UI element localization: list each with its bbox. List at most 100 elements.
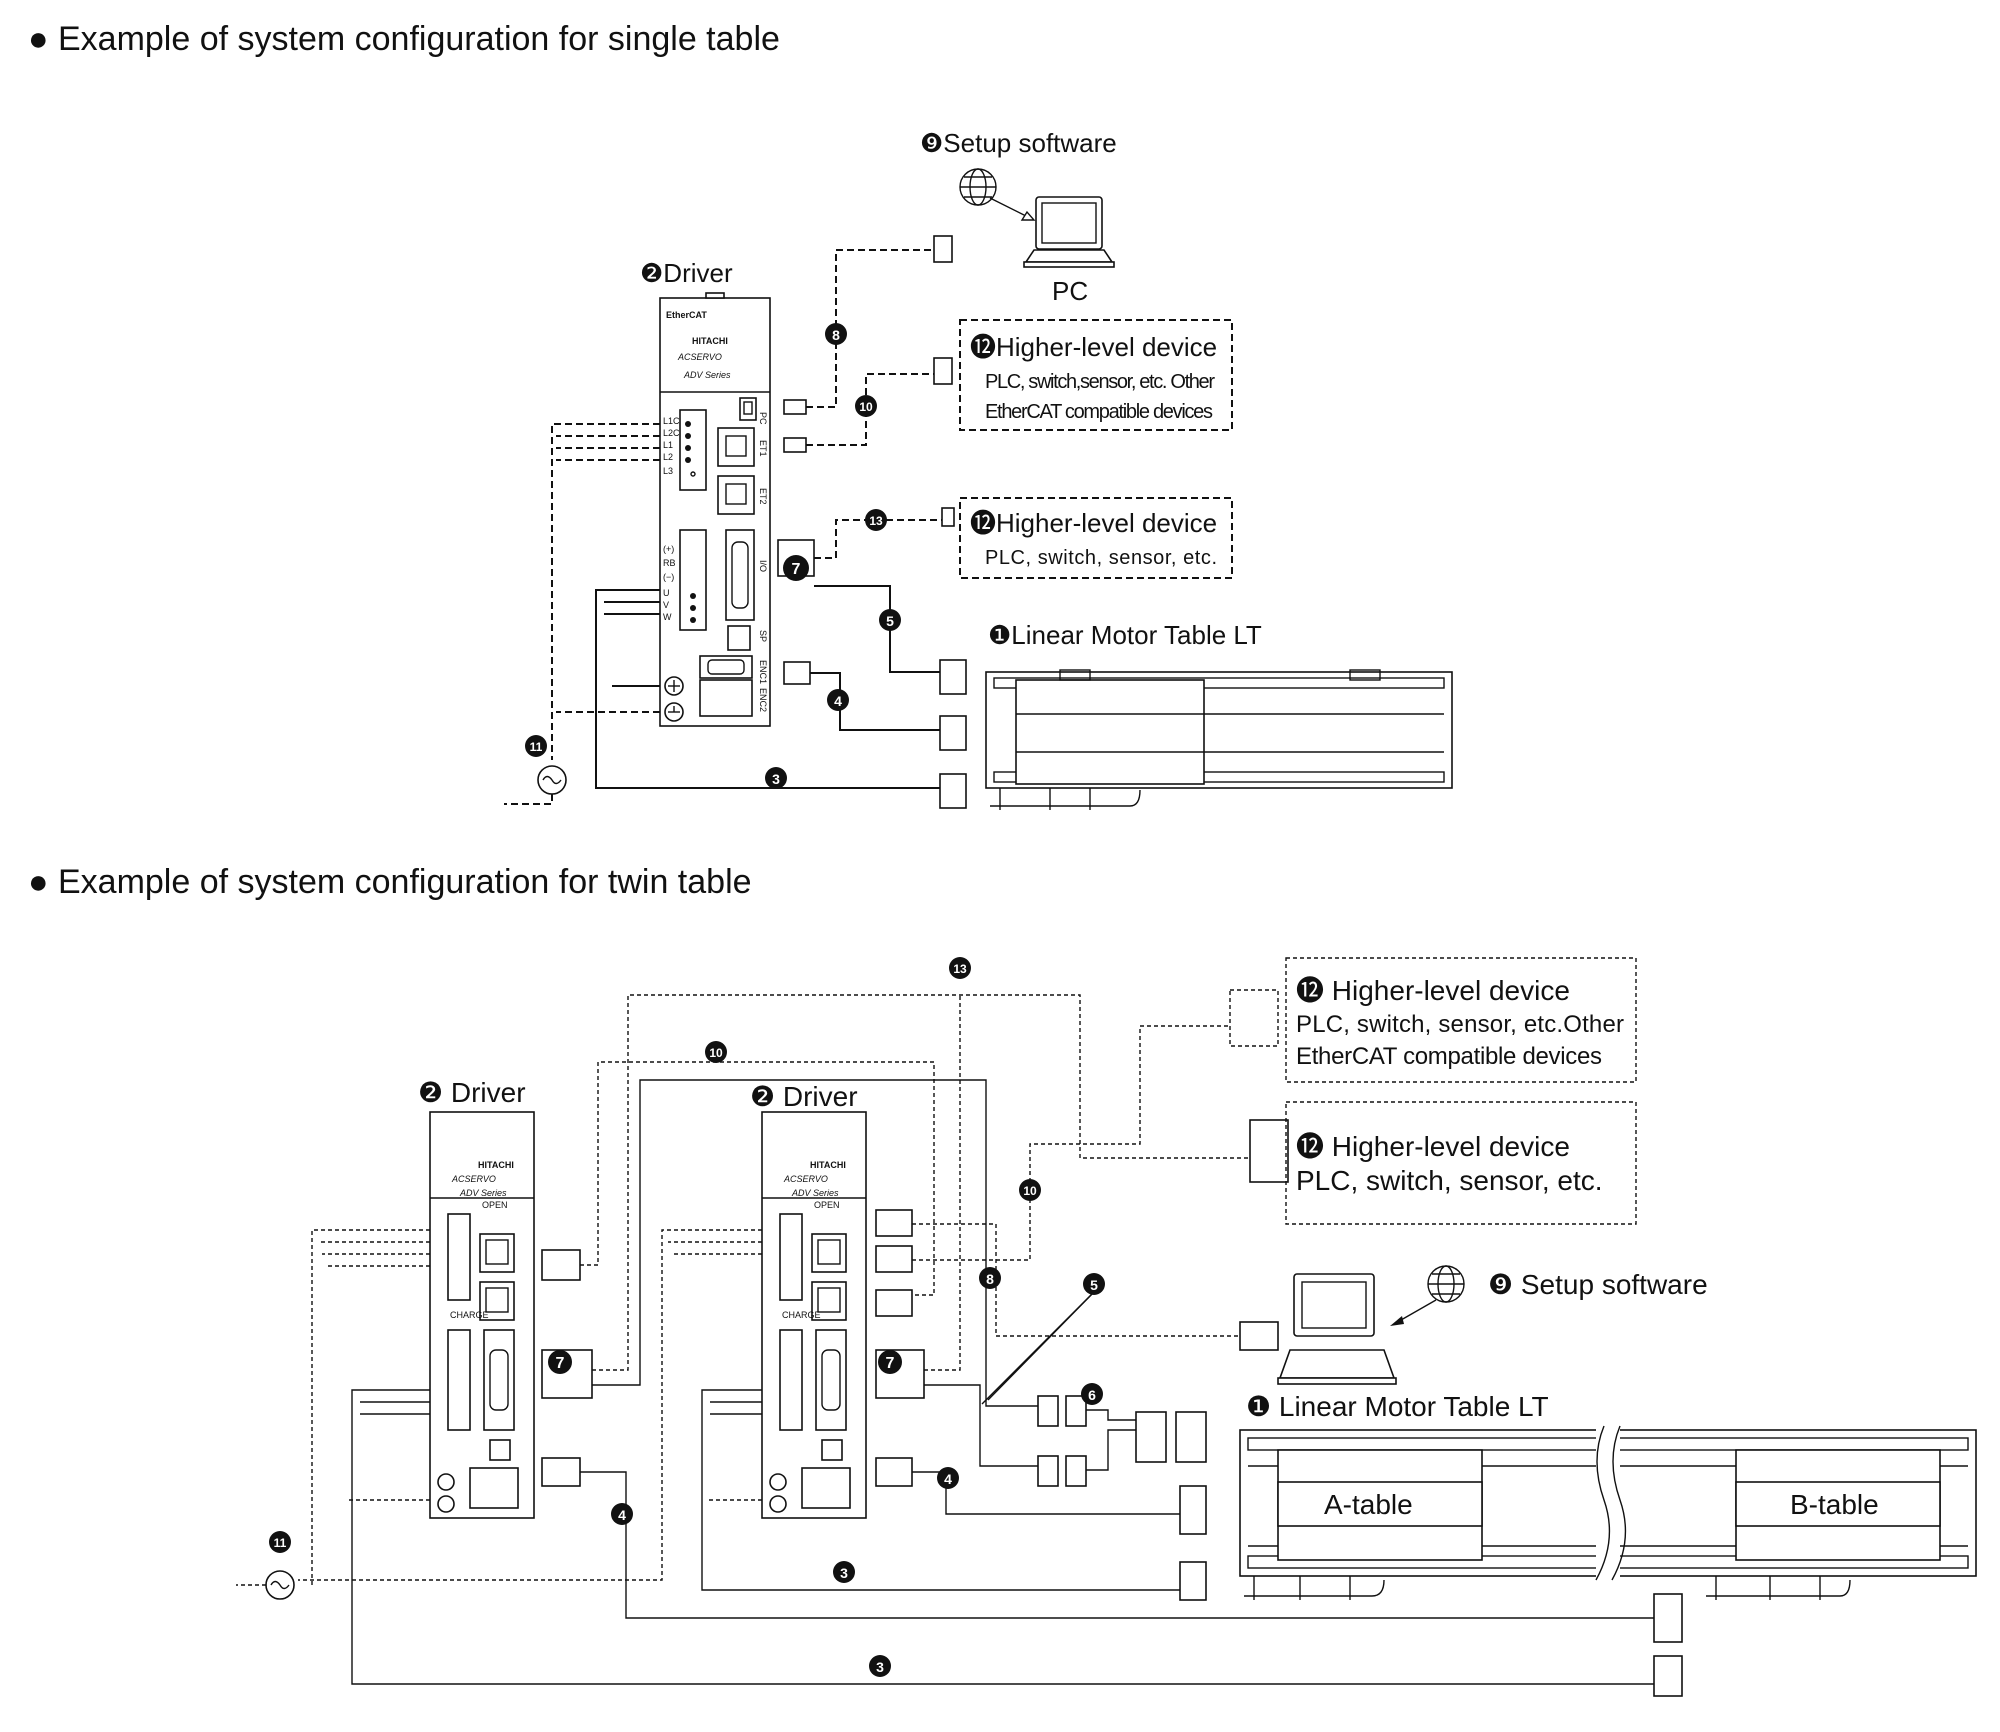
connector [1065,1395,1087,1427]
badge-10: 10 [1019,1179,1041,1201]
twin-linear-motor-table [1239,1425,1977,1600]
terminal-label: (+) [663,544,674,554]
svg-text:3: 3 [876,1659,884,1675]
connector [1653,1655,1683,1697]
io-connector [941,507,955,527]
single-higher-level-1-line1: PLC, switch,sensor, etc. Other [985,371,1215,393]
terminal-label: U [663,588,670,598]
port-enc2-label: ENC2 [758,688,768,712]
connector [875,1457,913,1487]
terminal-labels-top: L1C L2C L1 L2 L3 [663,416,680,476]
terminal-label: L1C [663,416,680,426]
twin-driver-a-series: ADV Series [459,1188,507,1198]
a-table-label: A-table [1324,1489,1413,1520]
svg-text:6: 6 [1088,1387,1096,1403]
twin-higher-level-1-line2: EtherCAT compatible devices [1296,1043,1602,1070]
port-io-label: I/O [758,560,768,572]
twin-driver-a-charge: CHARGE [450,1310,489,1320]
twin-driver-a-sub: ACSERVO [451,1174,496,1184]
single-driver-unit: EtherCAT HITACHI ACSERVO ADV Series L1C … [659,292,771,727]
svg-text:3: 3 [840,1565,848,1581]
connector [1179,1485,1207,1535]
twin-driver-b-sub: ACSERVO [783,1174,828,1184]
svg-text:8: 8 [986,1271,994,1287]
svg-text:10: 10 [1023,1184,1037,1198]
svg-text:4: 4 [618,1507,626,1523]
twin-driver-b-charge: CHARGE [782,1310,821,1320]
twin-higher-level-box-2 [1285,1101,1637,1225]
terminal-label: L3 [663,466,673,476]
single-driver-label: ❷Driver [640,258,733,288]
ethercat-logo: EtherCAT [666,310,707,320]
single-section-heading: ● Example of system configuration for si… [28,20,780,58]
twin-higher-level-2-line1: PLC, switch, sensor, etc. [1296,1165,1603,1196]
single-setup-software-label: ❾Setup software [920,128,1117,158]
connector [1653,1593,1683,1643]
twin-higher-level-box-1 [1285,957,1637,1083]
port-pc-label: PC [758,412,768,425]
badge-11: 11 [269,1531,291,1553]
single-badges: 8 10 13 7 5 4 3 11 [525,323,901,789]
pc-connector [933,235,953,263]
b-table-label: B-table [1790,1489,1879,1520]
single-higher-level-box-2 [959,497,1233,579]
svg-text:5: 5 [886,613,894,629]
connector [783,661,811,685]
connector [1065,1455,1087,1487]
terminal-label: L2C [663,428,680,438]
table-connector [939,715,967,751]
connector [1037,1455,1059,1487]
connector [541,1457,581,1487]
twin-driver-a-open: OPEN [482,1200,508,1210]
badge-3: 3 [833,1561,855,1583]
laptop-icon [1023,196,1115,268]
badge-4: 4 [611,1503,633,1525]
twin-driver-a-brand: HITACHI [478,1160,514,1170]
connector [875,1209,913,1237]
svg-text:13: 13 [869,514,883,528]
single-higher-level-box-1 [959,319,1233,431]
connector [783,399,807,415]
twin-driver-b-label: ❷ Driver [750,1081,858,1112]
connector [1135,1411,1167,1463]
single-higher-level-2-line1: PLC, switch, sensor, etc. [985,547,1217,569]
connector [1037,1395,1059,1427]
single-pc-label: PC [1052,276,1088,306]
twin-driver-a-unit: HITACHI ACSERVO ADV Series OPEN CHARGE [429,1111,535,1519]
svg-text:3: 3 [772,771,780,787]
svg-text:11: 11 [530,740,543,754]
svg-text:10: 10 [859,400,873,414]
single-higher-level-1-line2: EtherCAT compatible devices [985,401,1213,423]
twin-laptop-icon [1277,1273,1397,1385]
badge-7: 7 [548,1350,572,1374]
svg-text:10: 10 [709,1046,723,1060]
connector [875,1289,913,1317]
svg-text:7: 7 [792,561,801,578]
table-connector [939,659,967,695]
single-driver-brand: HITACHI [692,336,728,346]
svg-text:4: 4 [944,1471,952,1487]
single-higher-level-1-title: ⓬Higher-level device [970,332,1217,362]
badge-4: 4 [937,1467,959,1489]
badge-10: 10 [855,395,877,417]
twin-driver-b-brand: HITACHI [810,1160,846,1170]
svg-text:13: 13 [953,962,967,976]
svg-text:7: 7 [556,1355,565,1372]
badge-8: 8 [825,323,847,345]
twin-badges: 13 10 10 8 5 6 7 7 4 4 3 3 11 [269,957,1105,1677]
terminal-label: V [663,600,669,610]
badge-5: 5 [1083,1273,1105,1295]
twin-section-heading: ● Example of system configuration for tw… [28,863,752,901]
svg-text:4: 4 [834,693,842,709]
badge-6: 6 [1081,1383,1103,1405]
svg-text:5: 5 [1090,1277,1098,1293]
single-linear-motor-table [985,669,1453,810]
port-sp-label: SP [758,630,768,642]
badge-7: 7 [783,555,809,581]
connector [541,1249,581,1281]
badge-5: 5 [879,609,901,631]
badge-13: 13 [865,509,887,531]
twin-higher-connector [1229,989,1279,1047]
terminal-label: L2 [663,452,673,462]
